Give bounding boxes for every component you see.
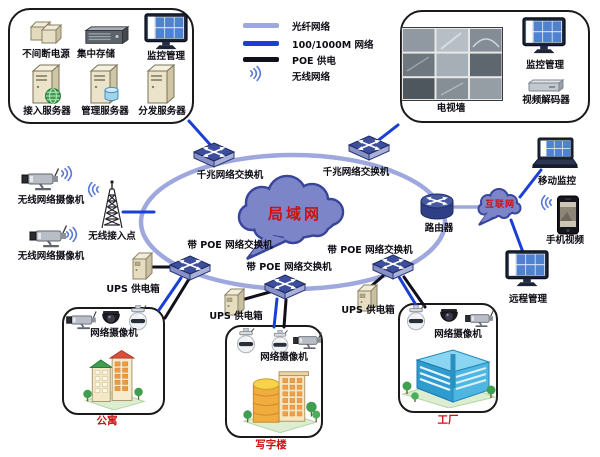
monitor-mgmt-label: 监控管理 (146, 51, 186, 62)
factory-name-label: 工厂 (437, 414, 459, 426)
lan-cloud-label: 局域网 (267, 205, 323, 223)
internet-cloud (477, 188, 522, 226)
mobile-monitor-laptop-icon (531, 137, 579, 173)
ups-power-icon (26, 14, 64, 48)
ups-box-mid-label: UPS 供电箱 (209, 311, 263, 322)
apartment-building-icon (78, 342, 150, 410)
legend-label-wireless: 无线网络 (292, 72, 331, 83)
wireless-camera-top-label: 无线网络摄像机 (17, 195, 85, 206)
video-decoder-label: 视频解码器 (522, 95, 570, 106)
central-storage-icon (82, 25, 130, 47)
apartment-dome-camera-icon (100, 310, 122, 328)
remote-mgmt-label: 远程管理 (508, 294, 548, 305)
apartment-cams-label: 网络摄像机 (90, 328, 138, 339)
gigabit-switch-left-icon (192, 142, 236, 168)
poe-switch-right-label: 带 POE 网络交换机 (327, 245, 413, 256)
router-label: 路由器 (424, 223, 454, 234)
wireless-camera-top-waves-icon (58, 165, 73, 182)
ups-box-right-label: UPS 供电箱 (341, 305, 395, 316)
wireless-ap-waves-icon (87, 181, 102, 198)
tv-wall-label: 电视墙 (436, 103, 466, 114)
phone-waves-icon (540, 194, 555, 211)
monitor-mgmt-icon (144, 13, 188, 51)
dist-server-icon (145, 61, 177, 105)
apartment-bullet-camera-icon (65, 310, 99, 330)
control-monitor-icon (522, 17, 566, 55)
wireless-camera-bottom-label: 无线网络摄像机 (17, 251, 85, 262)
factory-cams-label: 网络摄像机 (434, 329, 482, 340)
tv-wall-icon (401, 27, 503, 101)
poe-switch-left-icon (168, 255, 212, 281)
office-name-label: 写字楼 (255, 439, 287, 451)
office-ptz-camera1-icon (235, 328, 257, 355)
remote-mgmt-monitor-icon (505, 250, 549, 288)
dist-server-label: 分发服务器 (138, 106, 186, 117)
mgmt-server-icon (88, 61, 120, 105)
office-bullet-camera-icon (292, 331, 324, 350)
poe-switch-right-icon (371, 254, 415, 280)
video-decoder-icon (527, 79, 565, 93)
legend-label-network: 100/1000M 网络 (292, 40, 374, 51)
legend-label-fiber: 光纤网络 (292, 22, 331, 33)
poe-switch-mid-label: 带 POE 网络交换机 (246, 262, 332, 273)
ups-box-left-icon (130, 251, 154, 281)
central-storage-label: 集中存储 (76, 49, 116, 60)
access-server-icon (30, 61, 62, 105)
router-icon (419, 190, 455, 222)
office-cams-label: 网络摄像机 (260, 352, 308, 363)
control-monitor-label: 监控管理 (525, 60, 565, 71)
mobile-monitor-label: 移动监控 (537, 176, 577, 187)
factory-ptz-camera-icon (405, 305, 427, 332)
poe-switch-mid-icon (263, 274, 307, 300)
apartment-name-label: 公寓 (96, 415, 118, 427)
ups-box-left-label: UPS 供电箱 (106, 284, 160, 295)
lan-cloud (237, 174, 345, 261)
wireless-camera-top-icon (20, 167, 62, 191)
ups-power-label: 不间断电源 (22, 49, 70, 60)
poe-switch-left-label: 带 POE 网络交换机 (187, 240, 273, 251)
legend-wireless-icon (247, 65, 262, 82)
office-building-icon (240, 360, 320, 433)
phone-video-label: 手机视频 (545, 235, 585, 246)
gigabit-switch-right-icon (347, 135, 391, 161)
wireless-camera-bottom-waves-icon (63, 226, 78, 243)
factory-building-icon (401, 340, 497, 408)
access-server-label: 接入服务器 (23, 106, 71, 117)
legend-poe-line (243, 57, 279, 62)
internet-cloud-label: 互联网 (484, 200, 516, 210)
phone-video-icon (556, 195, 580, 235)
gigabit-switch-right-label: 千兆网络交换机 (322, 167, 390, 178)
legend-fiber-line (243, 23, 279, 28)
legend-label-poe: POE 供电 (292, 56, 336, 67)
factory-dome-camera-icon (438, 308, 460, 326)
mgmt-server-label: 管理服务器 (81, 106, 129, 117)
wireless-ap-label: 无线接入点 (88, 231, 136, 242)
legend-network-line (243, 41, 279, 46)
poe-links (150, 265, 427, 329)
factory-bullet-camera-icon (464, 309, 496, 328)
gigabit-switch-left-label: 千兆网络交换机 (196, 170, 264, 181)
